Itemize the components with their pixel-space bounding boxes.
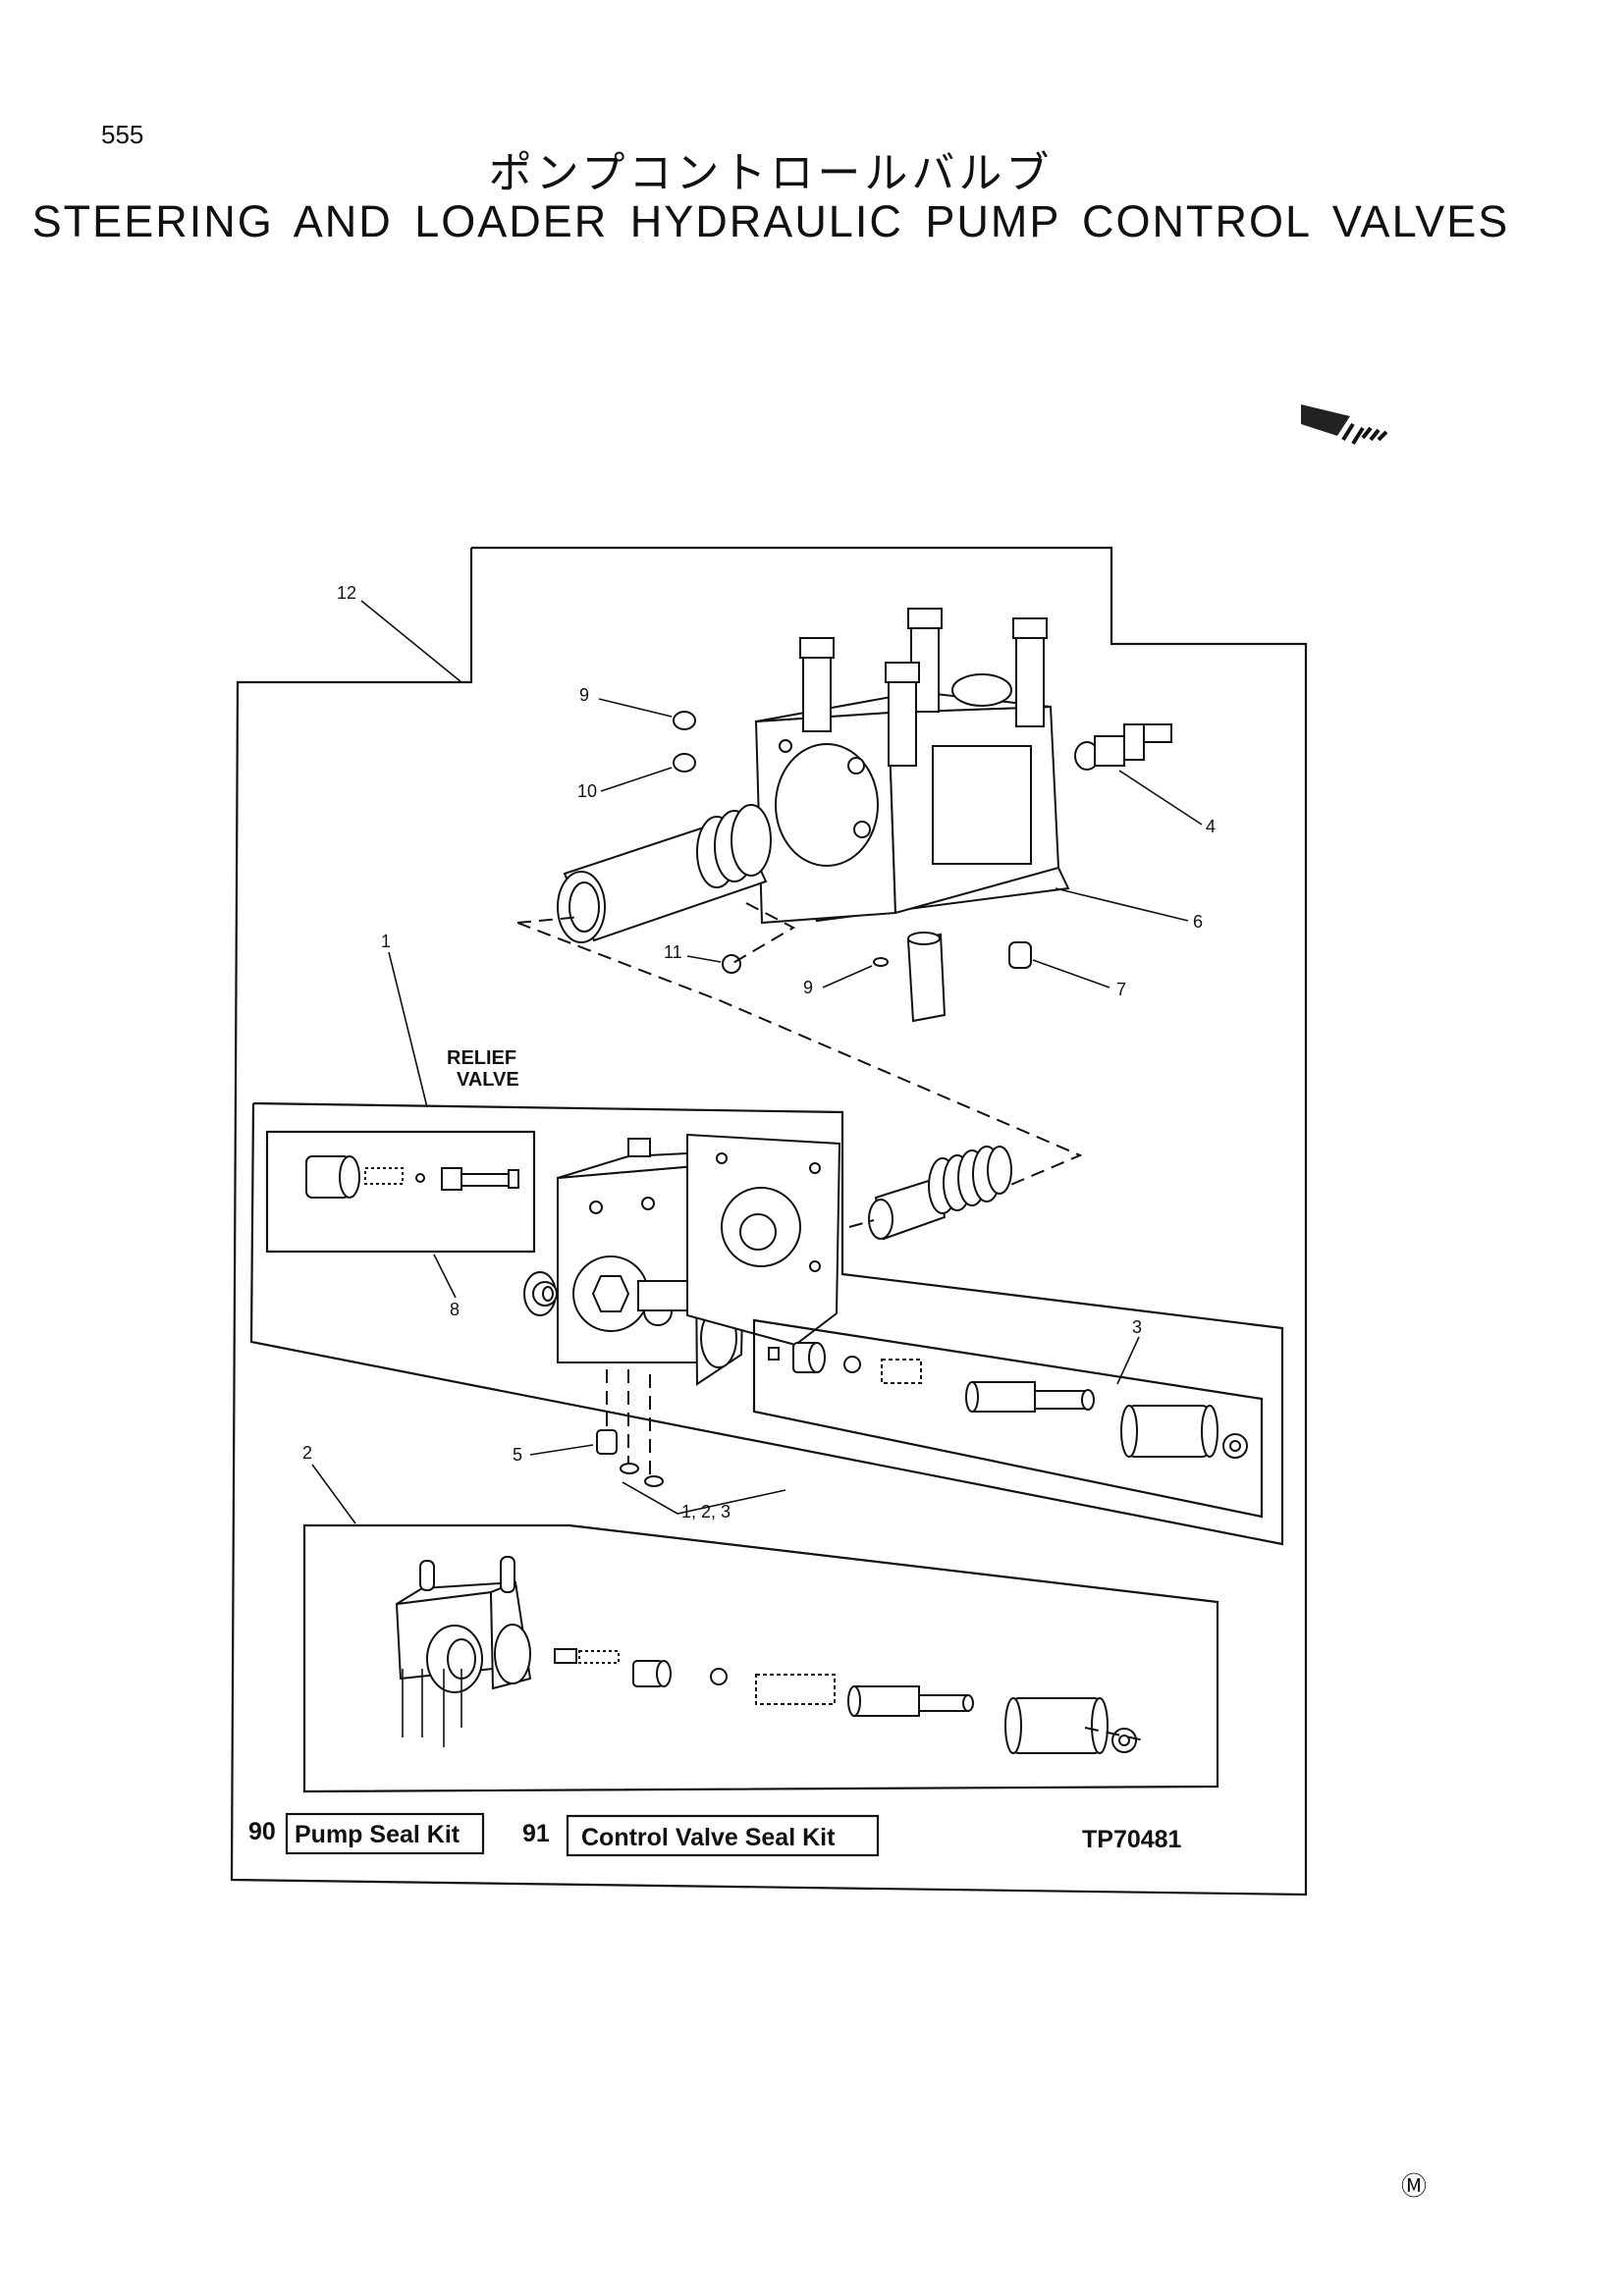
pump-control-valve-housing xyxy=(754,608,1070,925)
pin-part xyxy=(906,933,947,1023)
fitting-part-4 xyxy=(1074,723,1172,771)
kit-91-number: 91 xyxy=(522,1820,550,1847)
callout-10: 10 xyxy=(577,781,597,801)
control-valve-seal-kit-label: Control Valve Seal Kit xyxy=(581,1824,836,1851)
o-ring-part-10 xyxy=(673,753,696,773)
steering-valve-body xyxy=(395,1556,532,1747)
mounting-plate xyxy=(686,1133,841,1347)
group-callout-1-2-3: 1, 2, 3 xyxy=(681,1502,731,1522)
callout-9-upper: 9 xyxy=(579,685,589,705)
pump-seal-kit-box xyxy=(285,1812,485,1855)
steering-spool-parts xyxy=(554,1648,1137,1754)
seal-part-9-lower xyxy=(873,957,889,967)
callout-8: 8 xyxy=(450,1300,460,1319)
relief-valve-label-1: RELIEF xyxy=(447,1047,516,1069)
o-ring-part-9 xyxy=(673,711,696,730)
control-valve-group-frame xyxy=(249,1101,1284,1546)
relief-valve-inset xyxy=(265,1130,536,1254)
drawing-id: TP70481 xyxy=(1082,1826,1182,1853)
callout-2: 2 xyxy=(302,1443,312,1463)
callout-7: 7 xyxy=(1116,980,1126,999)
page-title: STEERING AND LOADER HYDRAULIC PUMP CONTR… xyxy=(31,196,1510,246)
callout-12: 12 xyxy=(337,583,356,603)
page-number: 555 xyxy=(101,120,144,149)
pump-sleeve xyxy=(557,804,772,943)
callout-4: 4 xyxy=(1206,817,1216,836)
steering-valve-frame xyxy=(302,1523,1219,1793)
callout-11: 11 xyxy=(664,942,682,962)
pump-seal-kit-label: Pump Seal Kit xyxy=(295,1821,460,1848)
spring-spool xyxy=(868,1146,1012,1241)
o-ring-part-11 xyxy=(722,954,741,974)
direction-arrow-icon xyxy=(1301,404,1388,446)
spool-parts-part-3 xyxy=(768,1342,1248,1459)
page-title-japanese: ポンプコントロールバルブ xyxy=(488,148,1054,198)
washer-part-2 xyxy=(644,1475,664,1487)
control-valve-seal-kit-box xyxy=(566,1814,880,1857)
callout-9-lower: 9 xyxy=(803,978,813,997)
kit-90-number: 90 xyxy=(248,1818,276,1845)
relief-valve-parts xyxy=(305,1155,519,1199)
manufacturer-mark: Ⓜ xyxy=(1401,2171,1428,2201)
callout-3: 3 xyxy=(1132,1317,1142,1337)
plug-part-5 xyxy=(596,1429,618,1455)
washer-part xyxy=(620,1463,639,1474)
relief-valve-label-2: VALVE xyxy=(457,1069,519,1091)
callout-6: 6 xyxy=(1193,912,1203,932)
callout-1: 1 xyxy=(381,932,391,951)
spool-parts-inset xyxy=(752,1318,1264,1519)
assembly-outline-frame xyxy=(230,546,1308,1896)
callout-5: 5 xyxy=(513,1445,522,1465)
plug-part-7 xyxy=(1008,941,1032,969)
